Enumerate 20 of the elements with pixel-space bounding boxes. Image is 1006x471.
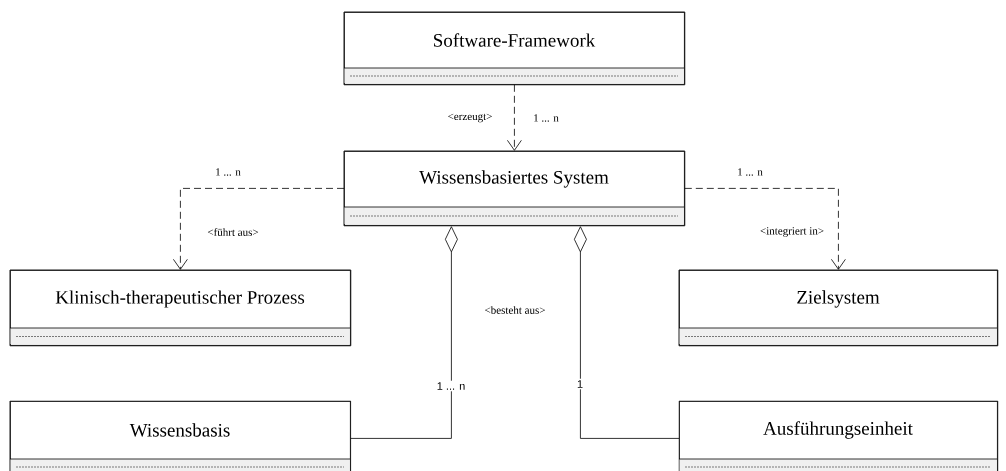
edge-label: <integriert in> bbox=[760, 227, 824, 237]
arrow bbox=[684, 188, 846, 270]
multiplicity-label: 1 ... n bbox=[735, 166, 765, 178]
arrow bbox=[350, 226, 458, 439]
class-box: Ausführungseinheit bbox=[678, 400, 999, 471]
arrow bbox=[173, 188, 345, 270]
multiplicity-label: 1 ... n bbox=[531, 112, 561, 124]
edge-label: <führt aus> bbox=[207, 228, 259, 236]
role-label: <besteht aus> bbox=[483, 304, 547, 316]
class-box: Wissensbasiertes System bbox=[343, 150, 686, 227]
arrow bbox=[573, 226, 680, 439]
arrow bbox=[507, 84, 522, 151]
class-box: Zielsystem bbox=[678, 269, 999, 347]
multiplicity-label: 1 ... n bbox=[435, 380, 467, 392]
class-box: Software-Framework bbox=[343, 11, 686, 86]
class-box: Wissensbasis bbox=[9, 400, 352, 471]
multiplicity-label: 1 bbox=[575, 378, 585, 390]
class-box: Klinisch-therapeutischer Prozess bbox=[9, 269, 352, 347]
multiplicity-label: 1 ... n bbox=[213, 166, 243, 178]
edge-label: <erzeugt> bbox=[448, 113, 492, 123]
